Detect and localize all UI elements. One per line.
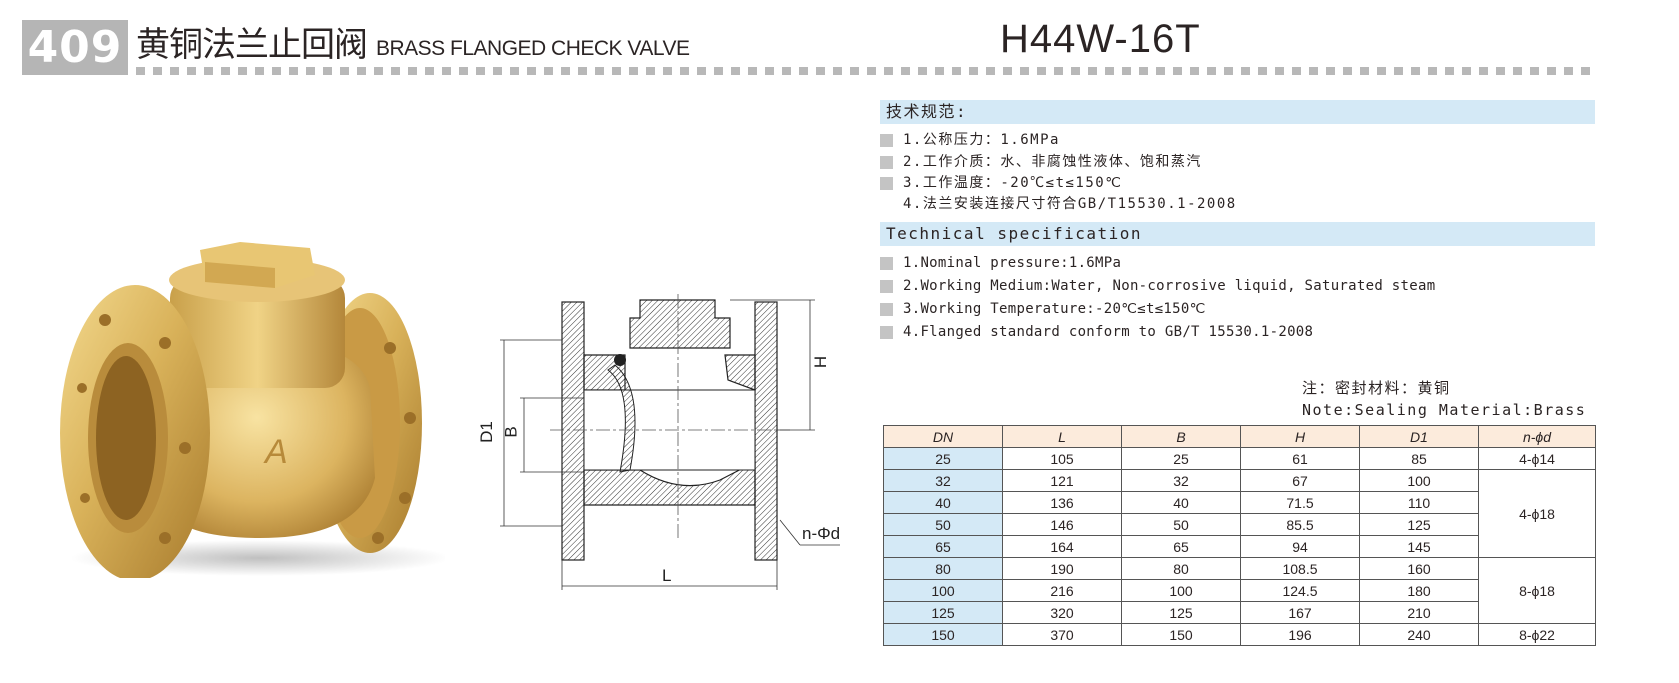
spec-item-cn-3: 3.工作温度：-20℃≤t≤150℃ xyxy=(880,173,1122,193)
col-header-b: B xyxy=(1121,425,1241,448)
col-header-d1: D1 xyxy=(1359,425,1479,448)
header-divider xyxy=(136,67,1596,75)
table-row: 80 190 80 108.5 160 8-ϕ18 xyxy=(883,557,1596,624)
bullet-square-icon xyxy=(880,256,893,270)
product-title-en: BRASS FLANGED CHECK VALVE xyxy=(376,37,690,60)
bolt-spec-cell: 4-ϕ14 xyxy=(1478,447,1596,470)
dim-label-l: L xyxy=(662,566,672,585)
bullet-square-icon xyxy=(880,133,893,147)
table-row: 32 121 32 67 100 4-ϕ18 xyxy=(883,469,1596,558)
bullet-square-icon xyxy=(880,279,893,293)
dim-label-n-phi-d: n-Φd xyxy=(802,524,841,543)
spec-item-en-3: 3.Working Temperature:-20℃≤t≤150℃ xyxy=(880,299,1206,319)
table-row: 65 164 65 94 145 xyxy=(883,535,1596,558)
bullet-square-icon xyxy=(880,302,893,316)
table-row: 150 370 150 196 240 8-ϕ22 xyxy=(883,623,1596,646)
dim-label-h: H xyxy=(811,355,831,369)
note-cn: 注：密封材料：黄铜 xyxy=(1302,379,1451,397)
table-row: 25 105 25 61 85 4-ϕ14 xyxy=(883,447,1596,470)
catalog-number-badge: 409 xyxy=(22,20,128,75)
bolt-spec-cell: 8-ϕ22 xyxy=(1478,623,1596,646)
bullet-square-icon xyxy=(880,176,893,190)
spec-heading-en: Technical specification xyxy=(880,222,1595,246)
bolt-spec-cell: 8-ϕ18 xyxy=(1478,557,1596,624)
spec-item-cn-2: 2.工作介质：水、非腐蚀性液体、饱和蒸汽 xyxy=(880,152,1202,172)
col-header-l: L xyxy=(1002,425,1122,448)
spec-item-en-1: 1.Nominal pressure:1.6MPa xyxy=(880,253,1121,273)
dim-label-d1: D1 xyxy=(476,421,496,443)
spec-item-en-4: 4.Flanged standard conform to GB/T 15530… xyxy=(880,322,1313,342)
spec-item-cn-4: 4.法兰安装连接尺寸符合GB/T15530.1-2008 xyxy=(903,196,1237,212)
bolt-spec-cell: 4-ϕ18 xyxy=(1478,469,1596,558)
col-header-n-phi-d: n-ϕd xyxy=(1478,425,1596,448)
spec-item-cn-1: 1.公称压力：1.6MPa xyxy=(880,130,1060,150)
bullet-square-icon xyxy=(880,325,893,339)
bullet-square-icon xyxy=(880,155,893,169)
table-row: 50 146 50 85.5 125 xyxy=(883,513,1596,536)
dim-label-b: B xyxy=(501,426,521,438)
product-title-cn: 黄铜法兰止回阀 xyxy=(136,25,368,65)
spec-item-en-2: 2.Working Medium:Water, Non-corrosive li… xyxy=(880,276,1435,296)
model-number: H44W-16T xyxy=(1000,17,1201,61)
table-header-row: DN L B H D1 n-ϕd xyxy=(883,425,1596,448)
col-header-h: H xyxy=(1240,425,1360,448)
spec-heading-cn: 技术规范: xyxy=(880,100,1595,124)
product-photo: A xyxy=(60,238,450,581)
col-header-dn: DN xyxy=(883,425,1003,448)
cross-section-drawing: D1 B H L n-Φd xyxy=(470,290,850,620)
svg-text:A: A xyxy=(263,433,288,471)
dimension-table: DN L B H D1 n-ϕd 25 105 25 61 85 4-ϕ14 3… xyxy=(883,425,1596,646)
table-row: 100 216 100 124.5 180 xyxy=(883,579,1596,602)
note-en: Note:Sealing Material:Brass xyxy=(1302,401,1587,419)
